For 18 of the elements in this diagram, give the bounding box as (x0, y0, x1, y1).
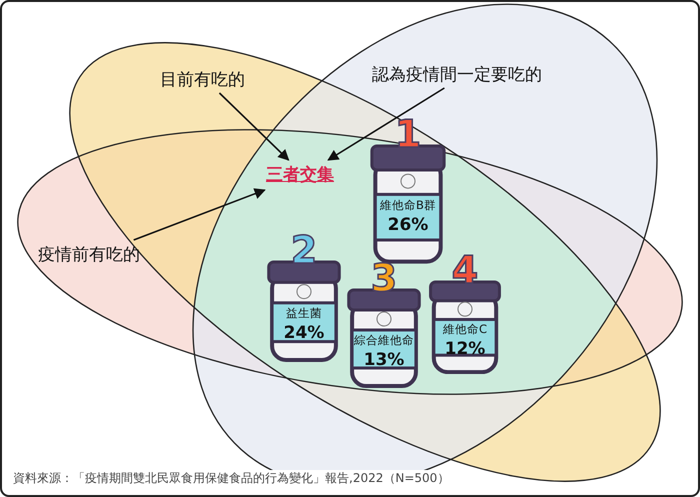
arrow (327, 87, 445, 161)
percentage: 26% (386, 215, 430, 235)
set-label: 認為疫情間一定要吃的 (372, 64, 542, 86)
supplement-name: 綜合維他命 (353, 333, 415, 348)
set-label: 疫情前有吃的 (38, 244, 140, 266)
supplement-name: 維他命B群 (379, 198, 437, 213)
rank-number: 4 (450, 250, 480, 290)
supplement-name: 益生菌 (285, 306, 323, 321)
highlight-label: 三者交集 (266, 164, 334, 186)
set-label: 目前有吃的 (160, 69, 245, 91)
rank-number: 3 (370, 258, 398, 298)
percentage: 13% (362, 350, 406, 370)
arrow (133, 188, 266, 241)
supplement-name: 維他命C (442, 322, 488, 338)
percentage: 12% (444, 339, 486, 360)
percentage: 24% (282, 322, 326, 343)
rank-number: 2 (290, 230, 318, 270)
arrow (218, 92, 290, 161)
